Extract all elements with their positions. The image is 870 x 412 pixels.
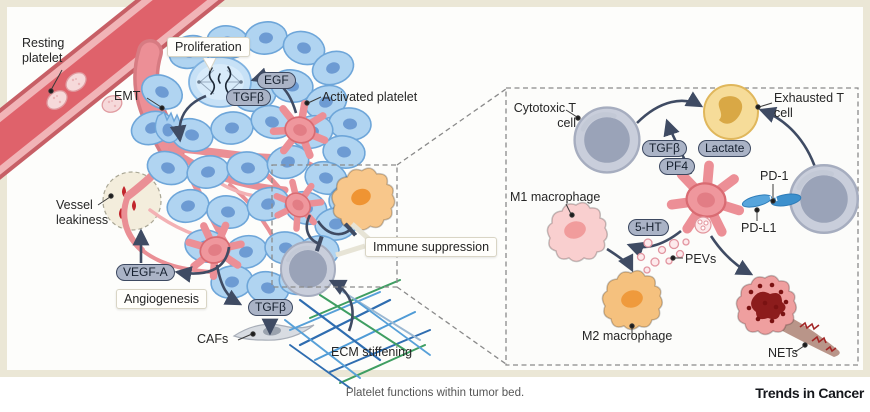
- m2-macrophage-label: M2 macrophage: [582, 329, 673, 343]
- inset-activated-platelet: [668, 160, 746, 237]
- resting-platelet-label: Resting platelet: [22, 36, 65, 65]
- ecm-mesh: [284, 279, 431, 389]
- pdl1-label: PD-L1: [741, 221, 777, 235]
- pevs-label: PEVs: [685, 252, 717, 266]
- m1-macrophage-cell: [546, 201, 609, 263]
- nets-neutrophil: [735, 274, 840, 357]
- pev-particles: [636, 238, 690, 274]
- immune-cell-orange: [331, 167, 396, 231]
- m2-macrophage-cell: [601, 269, 664, 331]
- exhausted-t-cell: [703, 84, 759, 140]
- cafs-label: CAFs: [197, 332, 229, 346]
- vessel-leakiness-zone: [102, 171, 162, 231]
- emt-label: EMT: [114, 89, 141, 103]
- m1-macrophage-label: M1 macrophage: [510, 190, 601, 204]
- pf4-pill: PF4: [659, 158, 696, 175]
- proliferation-callout: Proliferation: [167, 37, 250, 57]
- tgfb-inset-pill: TGFβ: [642, 140, 687, 157]
- exhausted-t-cell-label: Exhausted T cell: [774, 91, 844, 120]
- t-cell-gray-left: [279, 240, 337, 298]
- arrows-left: [132, 67, 358, 336]
- figure-caption: Platelet functions within tumor bed.: [345, 387, 525, 399]
- vegf-a-pill: VEGF-A: [116, 264, 175, 281]
- ecm-stiffening-label: ECM stiffening: [331, 345, 413, 359]
- angiogenesis-box: Angiogenesis: [116, 289, 208, 309]
- leader-lines: [48, 57, 808, 353]
- tgfb-top-pill: TGFβ: [226, 89, 271, 106]
- cytotoxic-t-cell-label: Cytotoxic T cell: [513, 101, 576, 130]
- lactate-pill: Lactate: [698, 140, 752, 157]
- tgfb-bottom-pill: TGFβ: [248, 299, 293, 316]
- journal-logo: Trends in Cancer: [755, 385, 864, 401]
- activated-platelet-label: Activated platelet: [322, 90, 418, 104]
- vessel-leakiness-label: Vessel leakiness: [56, 198, 109, 227]
- nets-label: NETs: [768, 346, 798, 360]
- zoom-source-rect: [271, 88, 507, 365]
- five-ht-pill: 5-HT: [628, 219, 669, 236]
- pd1-label: PD-1: [760, 169, 789, 183]
- emt-cell: [154, 110, 183, 144]
- immune-suppression-box: Immune suppression: [365, 237, 498, 257]
- egf-pill: EGF: [257, 72, 296, 89]
- resting-platelet: [46, 72, 123, 113]
- cytotoxic-t-cell: [575, 108, 640, 173]
- blood-vessel: [0, 0, 225, 180]
